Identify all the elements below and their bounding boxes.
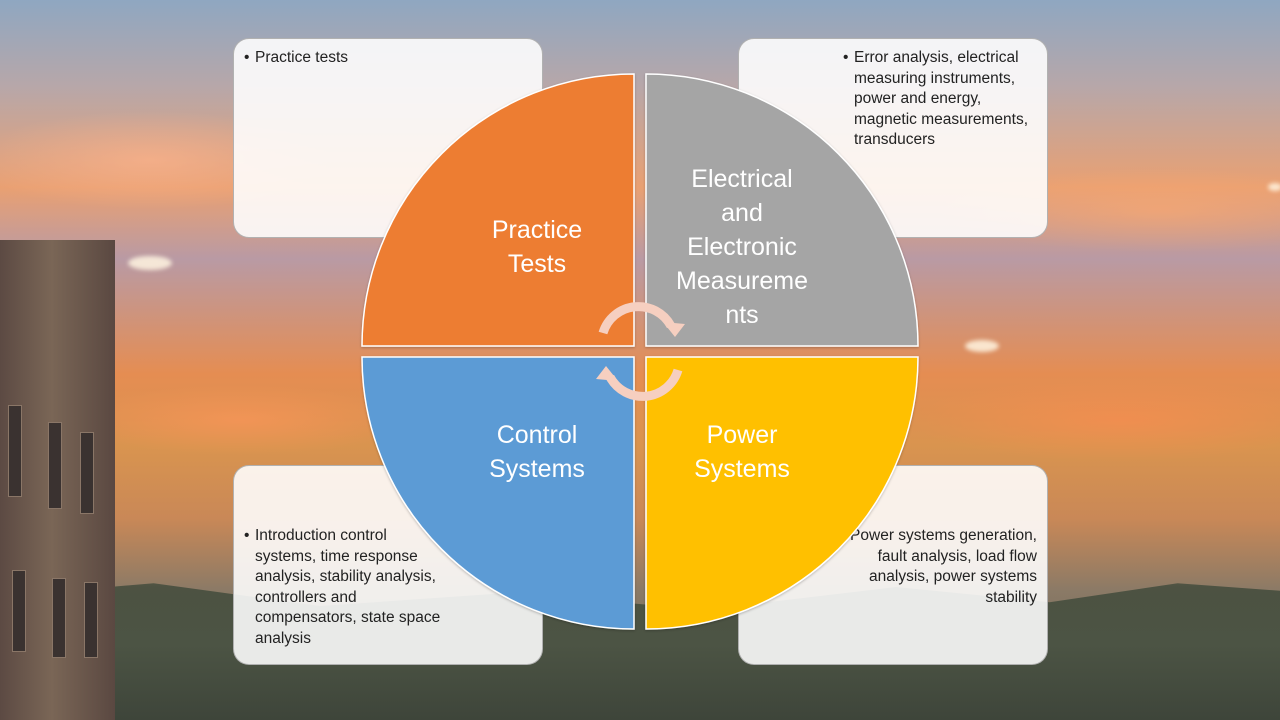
label-line: Tests bbox=[507, 250, 567, 278]
arrow-clockwise-top bbox=[598, 302, 675, 335]
label-line: Practice bbox=[491, 216, 583, 244]
quadrant-practice-tests[interactable] bbox=[361, 73, 635, 347]
label-line: Systems bbox=[694, 455, 790, 483]
cloud-decoration bbox=[128, 256, 172, 270]
bullet-item: Power systems generation, fault analysis… bbox=[839, 526, 1037, 608]
label-line: and bbox=[721, 199, 763, 227]
label-line: Control bbox=[496, 421, 578, 449]
building-window bbox=[84, 582, 98, 658]
bullet-item: Practice tests bbox=[244, 48, 532, 69]
building-window bbox=[8, 405, 22, 497]
label-line: Systems bbox=[489, 455, 585, 483]
building-window bbox=[52, 578, 66, 658]
quadrant-label-measurements: Electrical and Electronic Measureme nts bbox=[652, 162, 832, 332]
label-line: Electrical bbox=[691, 165, 793, 193]
label-line: Electronic bbox=[687, 233, 797, 261]
quadrant-label-power-systems: Power Systems bbox=[652, 418, 832, 486]
building-window bbox=[48, 422, 62, 509]
quadrant-measurements[interactable] bbox=[645, 73, 919, 347]
label-line: Power bbox=[706, 421, 778, 449]
quadrant-label-practice-tests: Practice Tests bbox=[447, 213, 627, 281]
label-line: nts bbox=[725, 301, 759, 329]
arrow-clockwise-bottom bbox=[606, 368, 683, 401]
bullet-item: Error analysis, electrical measuring ins… bbox=[843, 48, 1037, 151]
quadrant-power-systems[interactable] bbox=[645, 356, 919, 630]
label-line: Measureme bbox=[676, 267, 808, 295]
bullet-item: Introduction control systems, time respo… bbox=[244, 526, 447, 649]
quadrant-control-systems[interactable] bbox=[361, 356, 635, 630]
cloud-decoration bbox=[1268, 183, 1280, 191]
building-window bbox=[80, 432, 94, 514]
arrow-head-top bbox=[663, 322, 685, 337]
quadrant-label-control-systems: Control Systems bbox=[447, 418, 627, 486]
arrow-head-bottom bbox=[596, 366, 618, 381]
cloud-decoration bbox=[965, 340, 999, 352]
circular-arrows-icon bbox=[596, 302, 685, 401]
building-window bbox=[12, 570, 26, 652]
hills-silhouette bbox=[0, 583, 1280, 720]
